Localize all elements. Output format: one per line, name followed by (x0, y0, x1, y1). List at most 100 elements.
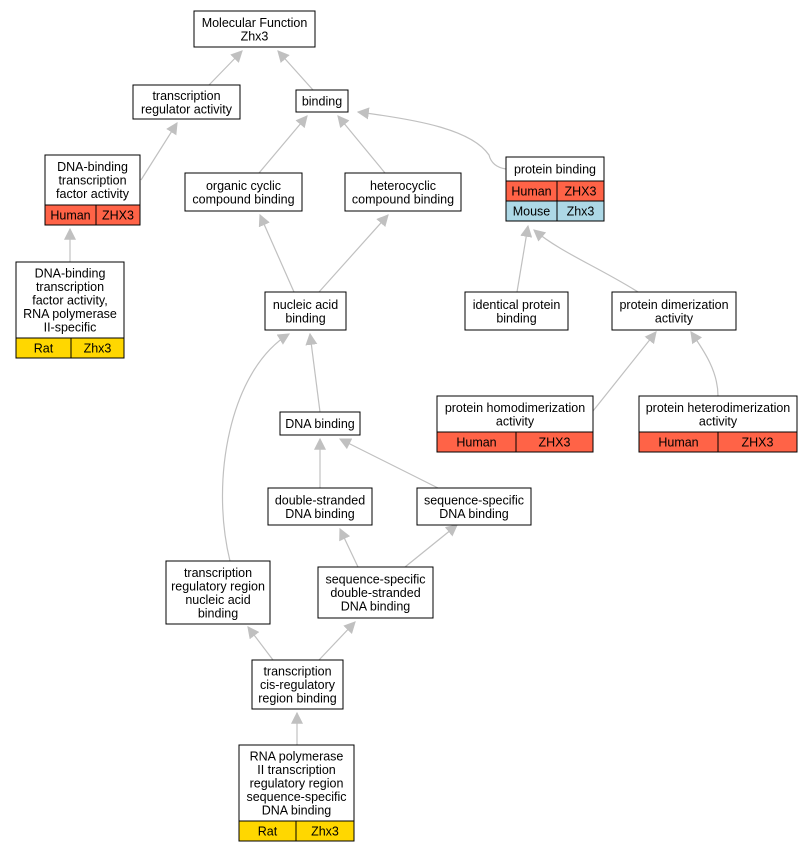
edge-cis-reg (318, 621, 356, 661)
edge-hetero (337, 115, 386, 174)
node-label-line: region binding (258, 692, 337, 706)
node-box (264, 291, 347, 331)
node-label-line: II transcription (257, 763, 336, 777)
node-label-line: DNA binding (285, 507, 355, 521)
edge-identical (516, 224, 533, 293)
node-label-line: DNA binding (341, 600, 411, 614)
node-label-line: RNA polymerase (23, 307, 117, 321)
edge-protein (356, 107, 507, 170)
node-label-line: Molecular Function (202, 16, 308, 30)
node-label-line: nucleic acid (273, 298, 338, 312)
node-label-line: compound binding (192, 192, 294, 206)
species-label: Human (511, 185, 551, 199)
go-node-binding[interactable]: binding (295, 89, 349, 113)
edge-trans-reg (208, 50, 243, 86)
edge-ssds-dna (404, 524, 458, 568)
node-label-line: transcription (58, 174, 126, 188)
node-box (279, 411, 361, 436)
node-label-line: sequence-specific (424, 493, 524, 507)
gene-label: Zhx3 (567, 205, 595, 219)
node-label-line: identical protein (473, 298, 561, 312)
node-label-line: protein binding (514, 163, 596, 177)
node-box (611, 291, 737, 331)
node-label-line: DNA binding (439, 507, 509, 521)
node-label-line: protein dimerization (619, 298, 728, 312)
species-label: Rat (258, 825, 278, 839)
node-label-line: heterocyclic (370, 179, 436, 193)
node-label-line: binding (285, 311, 325, 325)
node-label-line: activity (655, 311, 694, 325)
node-label-line: binding (302, 95, 342, 109)
node-label-line: regulatory region (171, 579, 265, 593)
node-label-line: DNA binding (285, 417, 355, 431)
node-label-line: transcription (263, 665, 331, 679)
node-label-line: sequence-specific (325, 573, 425, 587)
node-box (184, 172, 303, 212)
node-box (267, 487, 373, 526)
node-label-line: factor activity, (32, 294, 107, 308)
node-box (132, 84, 241, 120)
node-label-line: binding (198, 606, 238, 620)
node-label-line: protein homodimerization (445, 401, 585, 415)
node-label-line: sequence-specific (246, 790, 346, 804)
edge-organic (258, 115, 308, 174)
node-label-line: DNA-binding (35, 267, 106, 281)
edge-dimer (533, 229, 639, 293)
node-label-line: regulatory region (250, 777, 344, 791)
species-label: Rat (34, 342, 54, 356)
node-box (464, 291, 569, 331)
gene-cell (70, 337, 125, 359)
gene-label: ZHX3 (102, 209, 134, 223)
gene-label: Zhx3 (311, 825, 339, 839)
species-label: Mouse (513, 205, 551, 219)
node-label-line: transcription (184, 566, 252, 580)
nodes: Molecular FunctionZhx3transcriptionregul… (15, 10, 798, 842)
node-label-line: cis-regulatory (260, 678, 336, 692)
node-label-line: protein heterodimerization (646, 401, 791, 415)
gene-cell (717, 431, 798, 453)
node-label-line: nucleic acid (185, 593, 250, 607)
node-box (251, 659, 344, 710)
node-label-line: RNA polymerase (250, 750, 344, 764)
node-label-line: activity (699, 414, 738, 428)
edge-nucleic (318, 214, 389, 293)
node-box (295, 89, 349, 113)
edge-dna-tf (140, 121, 178, 181)
gene-cell (95, 204, 141, 226)
edge-ssds-dna (339, 527, 359, 568)
node-label-line: Zhx3 (241, 29, 269, 43)
edge-dna (305, 332, 321, 413)
node-box (416, 487, 532, 526)
node-label-line: compound binding (352, 192, 454, 206)
node-label-line: factor activity (56, 187, 130, 201)
node-label-line: organic cyclic (206, 179, 281, 193)
edge-nucleic (258, 213, 295, 293)
species-label: Human (50, 209, 90, 223)
species-label: Human (658, 436, 698, 450)
edge-cis-reg (247, 626, 274, 661)
node-box (317, 566, 434, 619)
edges (64, 50, 719, 745)
go-node-dna[interactable]: DNA binding (279, 411, 361, 436)
node-label-line: double-stranded (275, 493, 365, 507)
node-label-line: transcription (36, 280, 104, 294)
gene-cell (295, 820, 355, 842)
